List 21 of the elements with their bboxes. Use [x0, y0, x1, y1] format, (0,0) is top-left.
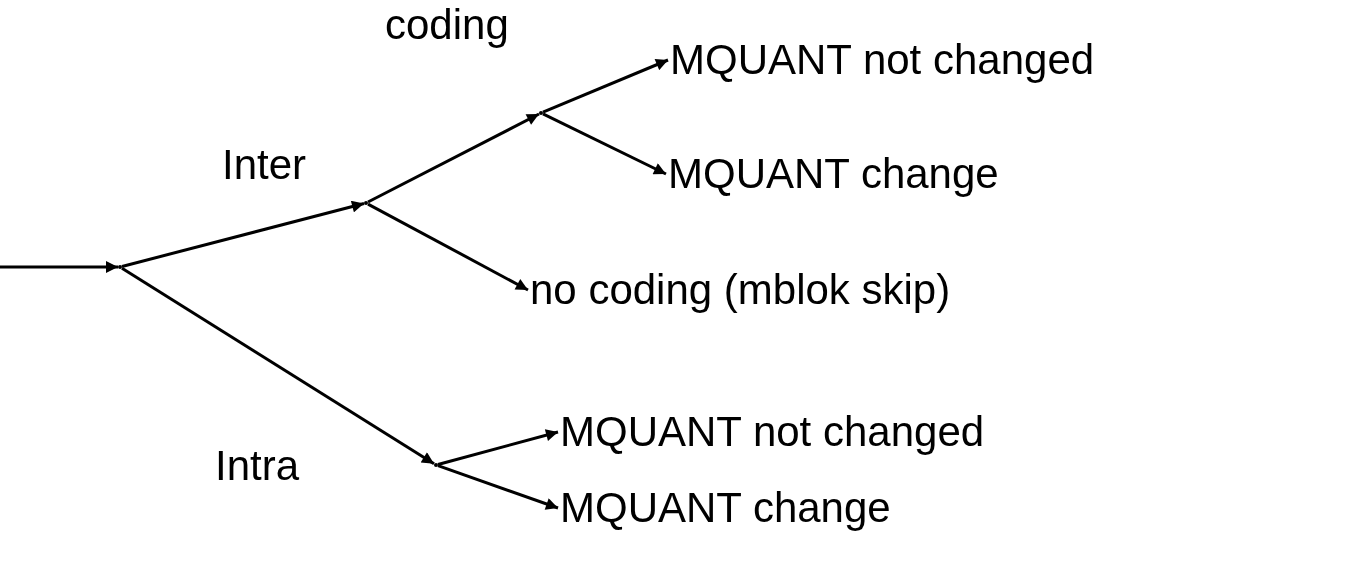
- arrow: [367, 112, 540, 204]
- outcome-label: MQUANT change: [668, 152, 999, 196]
- arrow: [437, 464, 559, 510]
- junction-dot: [434, 463, 438, 467]
- arrow: [0, 261, 118, 273]
- outcome-label: no coding (mblok skip): [530, 268, 951, 312]
- junction-dot: [539, 111, 543, 115]
- arrow: [121, 266, 435, 466]
- arrow: [542, 58, 669, 114]
- junction-dot: [364, 201, 368, 205]
- edge-label: Intra: [215, 444, 300, 488]
- junction-dot: [118, 265, 122, 269]
- edge-label: Inter: [222, 143, 307, 187]
- outcome-label: MQUANT not changed: [560, 410, 985, 454]
- arrow: [437, 429, 559, 466]
- arrow: [121, 200, 365, 268]
- arrow: [542, 112, 667, 176]
- outcome-label: MQUANT change: [560, 486, 891, 530]
- outcome-label: MQUANT not changed: [670, 38, 1095, 82]
- arrow: [367, 202, 529, 292]
- edge-label: coding: [385, 3, 509, 47]
